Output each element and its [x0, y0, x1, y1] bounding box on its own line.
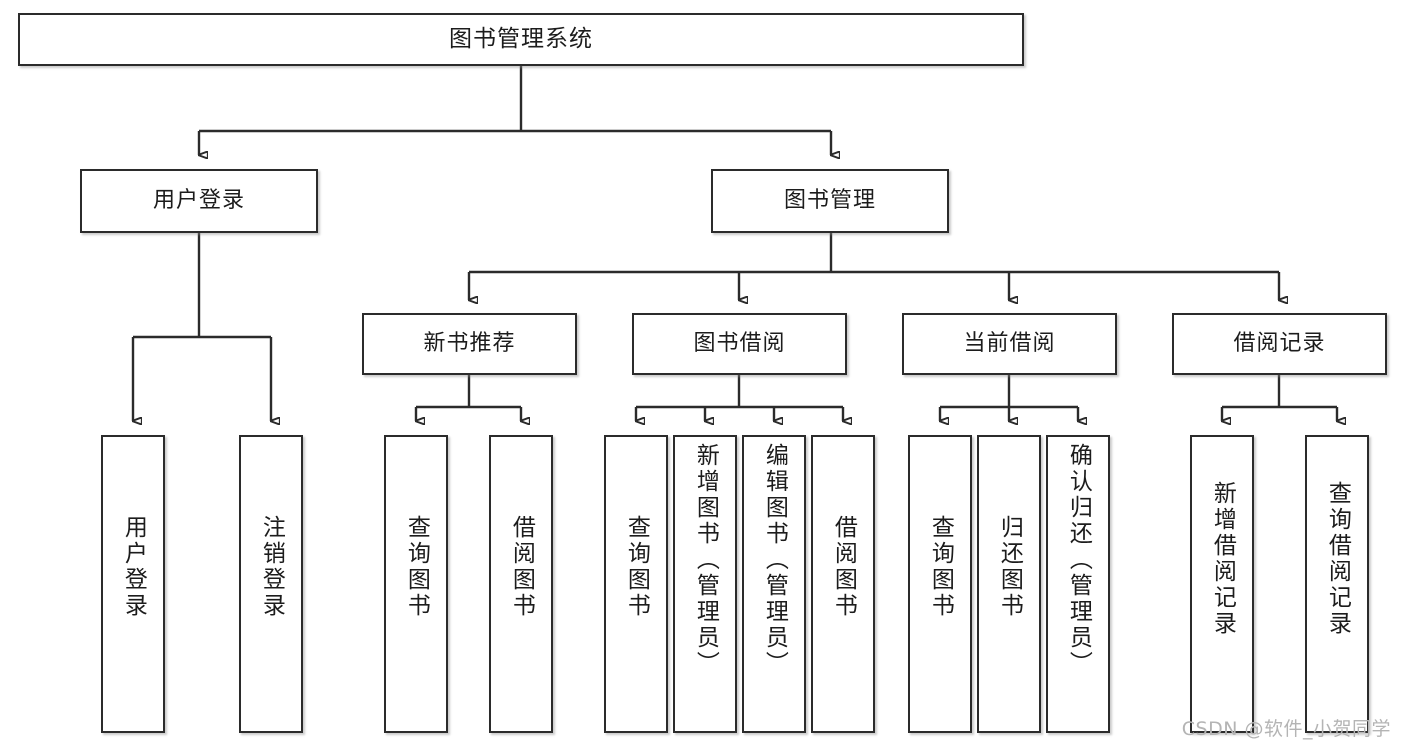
leaf-query-book-3[interactable]: 查询图书 — [908, 435, 972, 733]
node-root[interactable]: 图书管理系统 — [18, 13, 1024, 66]
leaf-add-record-label: 新增借阅记录 — [1209, 481, 1236, 637]
leaf-query-book-3-label: 查询图书 — [927, 515, 954, 619]
leaf-edit-book[interactable]: 编辑图书（管理员） — [742, 435, 806, 733]
node-root-label: 图书管理系统 — [449, 26, 593, 53]
leaf-return-book-label: 归还图书 — [996, 515, 1023, 619]
leaf-query-book-2[interactable]: 查询图书 — [604, 435, 668, 733]
watermark-text: CSDN @软件_小贺同学 — [1181, 718, 1391, 740]
leaf-edit-book-label: 编辑图书（管理员） — [761, 443, 788, 677]
leaf-confirm-return-label: 确认归还（管理员） — [1065, 443, 1092, 677]
node-book-borrow[interactable]: 图书借阅 — [632, 313, 847, 375]
leaf-user-login-label: 用户登录 — [120, 515, 147, 619]
leaf-query-book-2-label: 查询图书 — [623, 515, 650, 619]
leaf-add-book[interactable]: 新增图书（管理员） — [673, 435, 737, 733]
leaf-borrow-book-2[interactable]: 借阅图书 — [811, 435, 875, 733]
node-user-login[interactable]: 用户登录 — [80, 169, 318, 233]
node-new-book-recommend[interactable]: 新书推荐 — [362, 313, 577, 375]
leaf-borrow-book-1-label: 借阅图书 — [508, 515, 535, 619]
leaf-logout-login-label: 注销登录 — [258, 515, 285, 619]
node-book-manage-label: 图书管理 — [783, 188, 876, 214]
node-user-login-label: 用户登录 — [152, 188, 245, 214]
leaf-user-login[interactable]: 用户登录 — [101, 435, 165, 733]
node-book-borrow-label: 图书借阅 — [693, 331, 786, 357]
node-new-book-recommend-label: 新书推荐 — [423, 331, 516, 357]
leaf-return-book[interactable]: 归还图书 — [977, 435, 1041, 733]
leaf-query-book-1[interactable]: 查询图书 — [384, 435, 448, 733]
leaf-confirm-return[interactable]: 确认归还（管理员） — [1046, 435, 1110, 733]
leaf-query-record-label: 查询借阅记录 — [1324, 481, 1351, 637]
leaf-query-record[interactable]: 查询借阅记录 — [1305, 435, 1369, 733]
leaf-query-book-1-label: 查询图书 — [403, 515, 430, 619]
node-current-borrow[interactable]: 当前借阅 — [902, 313, 1117, 375]
leaf-logout-login[interactable]: 注销登录 — [239, 435, 303, 733]
leaf-borrow-book-2-label: 借阅图书 — [830, 515, 857, 619]
node-current-borrow-label: 当前借阅 — [963, 331, 1056, 357]
leaf-borrow-book-1[interactable]: 借阅图书 — [489, 435, 553, 733]
leaf-add-record[interactable]: 新增借阅记录 — [1190, 435, 1254, 733]
node-borrow-record[interactable]: 借阅记录 — [1172, 313, 1387, 375]
leaf-add-book-label: 新增图书（管理员） — [692, 443, 719, 677]
node-borrow-record-label: 借阅记录 — [1233, 331, 1326, 357]
node-book-manage[interactable]: 图书管理 — [711, 169, 949, 233]
